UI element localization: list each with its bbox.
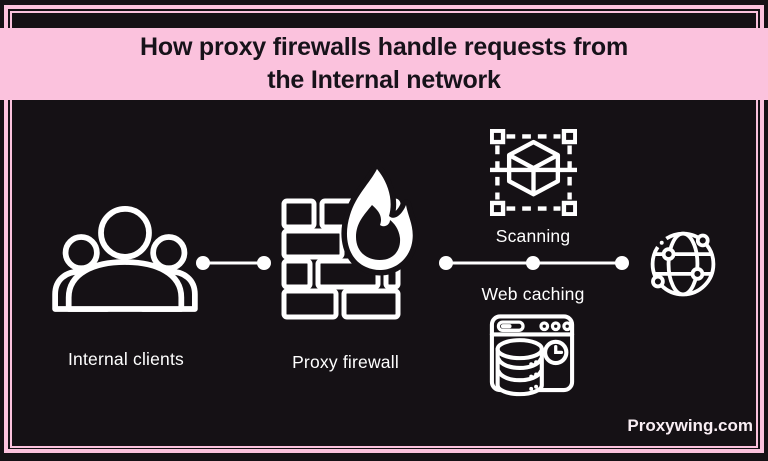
page-title-line1: How proxy firewalls handle requests from xyxy=(140,33,628,61)
connector-clients-firewall xyxy=(192,252,276,274)
connector-firewall-internet xyxy=(435,252,631,274)
brand-watermark: Proxywing.com xyxy=(627,416,753,435)
firewall-flame-icon xyxy=(280,167,422,324)
page-title-line2: the Internal network xyxy=(267,66,501,94)
browser-cache-icon xyxy=(487,313,577,400)
outer-border-frame xyxy=(4,5,764,453)
node-label-scanning: Scanning xyxy=(495,226,571,246)
node-label-internal-clients: Internal clients xyxy=(67,349,185,369)
node-label-web-caching: Web caching xyxy=(481,284,585,304)
globe-network-icon xyxy=(645,226,721,302)
scan-cube-icon xyxy=(490,129,577,216)
inner-border-frame xyxy=(10,11,758,448)
users-group-icon xyxy=(52,198,198,324)
title-banner: How proxy firewalls handle requests from… xyxy=(0,28,768,100)
node-label-proxy-firewall: Proxy firewall xyxy=(292,352,399,372)
